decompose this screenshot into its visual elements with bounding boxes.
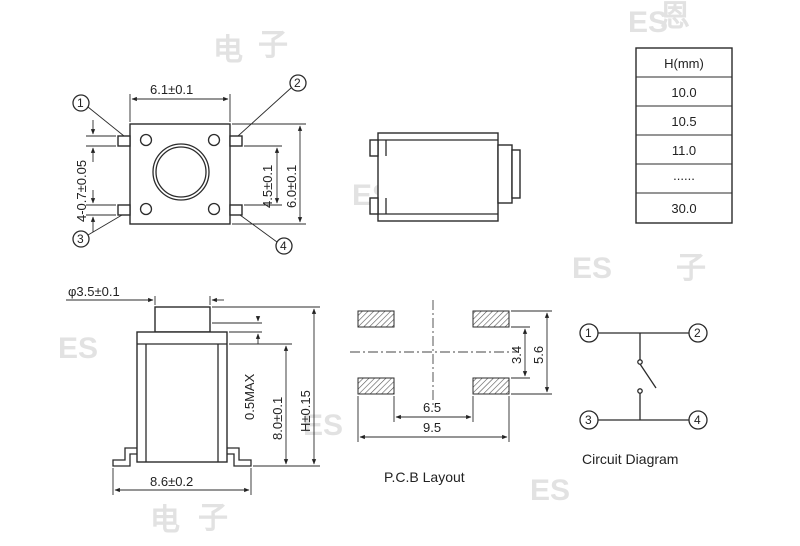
front-actuator (154, 306, 211, 333)
pin-tab (117, 204, 131, 216)
circuit-node-4-label: 4 (694, 413, 701, 427)
dim-pin-spacing: 4-0.7±0.05 (74, 160, 89, 222)
corner-post (207, 133, 221, 147)
callout-pin-1-label: 1 (77, 96, 84, 110)
side-pin (369, 197, 379, 215)
dim-base-width: 8.6±0.2 (150, 474, 193, 489)
circuit-node-2-label: 2 (694, 326, 701, 340)
callout-pin-3-label: 3 (77, 232, 84, 246)
side-actuator (497, 144, 513, 204)
dim-inner-height: 4.5±0.1 (260, 165, 275, 208)
watermark-char: 电 (150, 504, 180, 537)
dim-pad-inner: 6.5 (423, 400, 441, 415)
dim-pad-v-outer: 5.6 (531, 346, 546, 364)
dim-body-height: 8.0±0.1 (270, 397, 285, 440)
table-header: H(mm) (664, 56, 704, 71)
table-frame (635, 47, 733, 224)
corner-post (139, 133, 153, 147)
side-body (377, 132, 499, 222)
watermark-brand: ES (58, 332, 98, 365)
circuit-node-1-label: 1 (585, 326, 592, 340)
table-cell: 10.0 (671, 85, 696, 100)
callout-pin-3 (72, 230, 90, 248)
front-body (136, 331, 228, 463)
watermark-char: 子 (258, 29, 288, 62)
watermark-char: 子 (198, 502, 228, 535)
table-cell: 30.0 (671, 201, 696, 216)
side-view (369, 132, 521, 222)
dim-pad-outer: 9.5 (423, 420, 441, 435)
watermark-brand: ES (530, 474, 570, 507)
table-cell: ...... (673, 168, 695, 183)
pcb-layout-label: P.C.B Layout (384, 469, 465, 485)
corner-post (207, 202, 221, 216)
side-pin (369, 139, 379, 157)
side-actuator-cap (511, 149, 521, 199)
table-cell: 10.5 (671, 114, 696, 129)
switch-body-top (129, 123, 231, 225)
front-view: φ3.5±0.1 0.5MAX 8.0±0.1 H±0.15 8.6±0.2 (66, 284, 320, 495)
pcb-layout: 3.4 5.6 6.5 9.5 P.C.B Layout (350, 300, 552, 485)
dim-max-standoff: 0.5MAX (242, 373, 257, 420)
height-table: H(mm) 10.0 10.5 11.0 ...... 30.0 (635, 47, 733, 224)
watermark-brand: ES (572, 252, 612, 285)
circuit-diagram: 1 2 3 4 Circuit Diagram (579, 323, 708, 467)
actuator-circle (152, 143, 210, 201)
watermark-char: 子 (676, 252, 706, 285)
switch-contact (639, 363, 657, 389)
pin-tab (229, 135, 243, 147)
circuit-node-3-label: 3 (585, 413, 592, 427)
pin-tab (117, 135, 131, 147)
pcb-pad (357, 377, 395, 395)
dim-outer-height: 6.0±0.1 (284, 165, 299, 208)
pcb-pad (472, 377, 510, 395)
callout-pin-4-label: 4 (280, 239, 287, 253)
pcb-pad (472, 310, 510, 328)
callout-pin-1 (72, 94, 90, 112)
dim-top-width: 6.1±0.1 (150, 82, 193, 97)
dim-total-height: H±0.15 (298, 390, 313, 432)
front-lead-right (227, 447, 252, 467)
callout-pin-4 (275, 237, 293, 255)
callout-pin-2 (289, 74, 307, 92)
pin-tab (229, 204, 243, 216)
watermark-char: 电 (213, 34, 243, 67)
dim-pad-v-inner: 3.4 (509, 346, 524, 364)
watermark-char: 恩 (660, 0, 690, 33)
corner-post (139, 202, 153, 216)
table-cell: 11.0 (672, 143, 696, 158)
actuator-inner-circle (155, 146, 207, 198)
dim-actuator-diameter: φ3.5±0.1 (68, 284, 120, 299)
watermark-brand: ES (628, 6, 668, 39)
watermarks: ES 恩 ES ES ES ES ES 电 子 子 电 子 (58, 0, 706, 537)
circuit-diagram-label: Circuit Diagram (582, 451, 678, 467)
watermark-brand: ES (303, 409, 343, 442)
front-lead-left (112, 447, 137, 467)
callout-pin-2-label: 2 (294, 76, 301, 90)
top-view: 6.1±0.1 4-0.7±0.05 4.5±0.1 6.0±0.1 1 2 3… (72, 74, 307, 255)
pcb-pad (357, 310, 395, 328)
